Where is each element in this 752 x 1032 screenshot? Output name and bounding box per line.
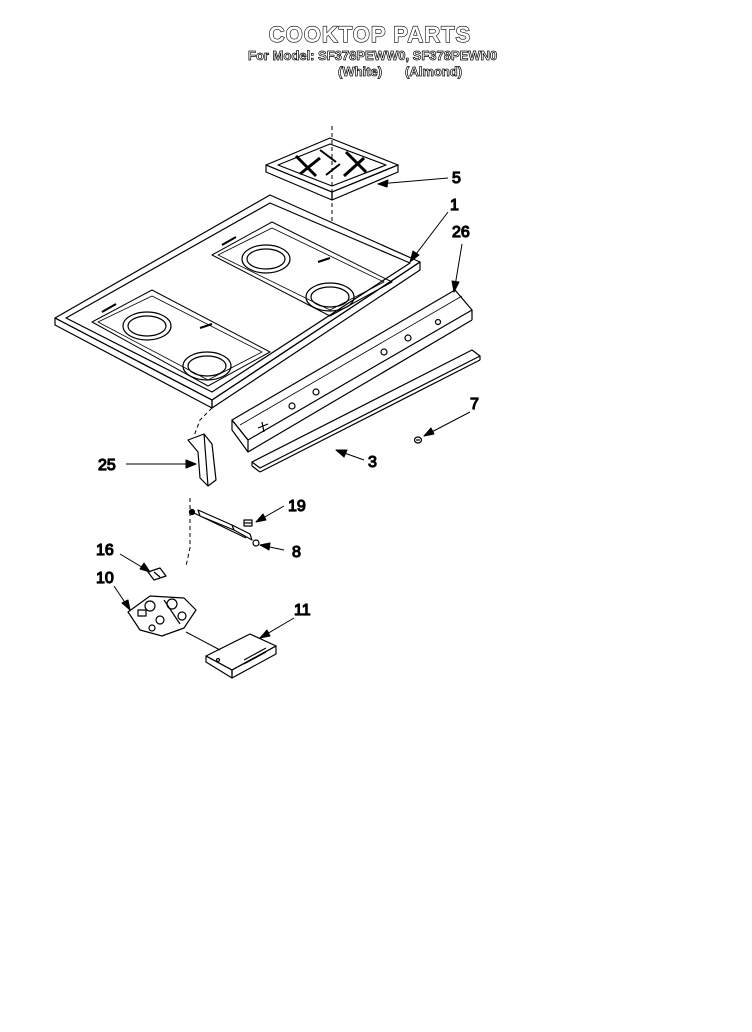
page-title: COOKTOP PARTS bbox=[268, 21, 472, 47]
callout-26: 26 bbox=[452, 224, 470, 241]
part-16-clip[interactable] bbox=[147, 567, 167, 581]
part-7-screw[interactable] bbox=[413, 436, 423, 444]
part-3-strip[interactable] bbox=[251, 349, 481, 473]
part-26-front-panel[interactable] bbox=[231, 289, 473, 453]
callout-11: 11 bbox=[294, 602, 311, 619]
color-white-label: (White) bbox=[338, 64, 383, 80]
color-almond-label: (Almond) bbox=[405, 64, 463, 80]
callout-19: 19 bbox=[288, 498, 306, 515]
callout-10: 10 bbox=[96, 570, 114, 587]
callout-5: 5 bbox=[452, 170, 461, 187]
part-10-valve[interactable] bbox=[127, 595, 197, 637]
part-5-grate[interactable] bbox=[265, 126, 399, 296]
part-11-bracket[interactable] bbox=[185, 631, 277, 679]
part-25-end-cap[interactable] bbox=[187, 433, 217, 487]
callout-1: 1 bbox=[450, 197, 459, 214]
callout-7: 7 bbox=[470, 396, 479, 413]
part-1-cooktop[interactable] bbox=[54, 194, 421, 409]
callout-3: 3 bbox=[368, 454, 377, 471]
part-19-8-igniter[interactable] bbox=[188, 508, 260, 547]
callout-25: 25 bbox=[98, 457, 116, 474]
leader-lines bbox=[113, 177, 471, 639]
model-line: For Model: SF378PEWW0, SF378PEWN0 bbox=[248, 48, 498, 64]
callout-8: 8 bbox=[292, 544, 301, 561]
callout-16: 16 bbox=[96, 542, 114, 559]
